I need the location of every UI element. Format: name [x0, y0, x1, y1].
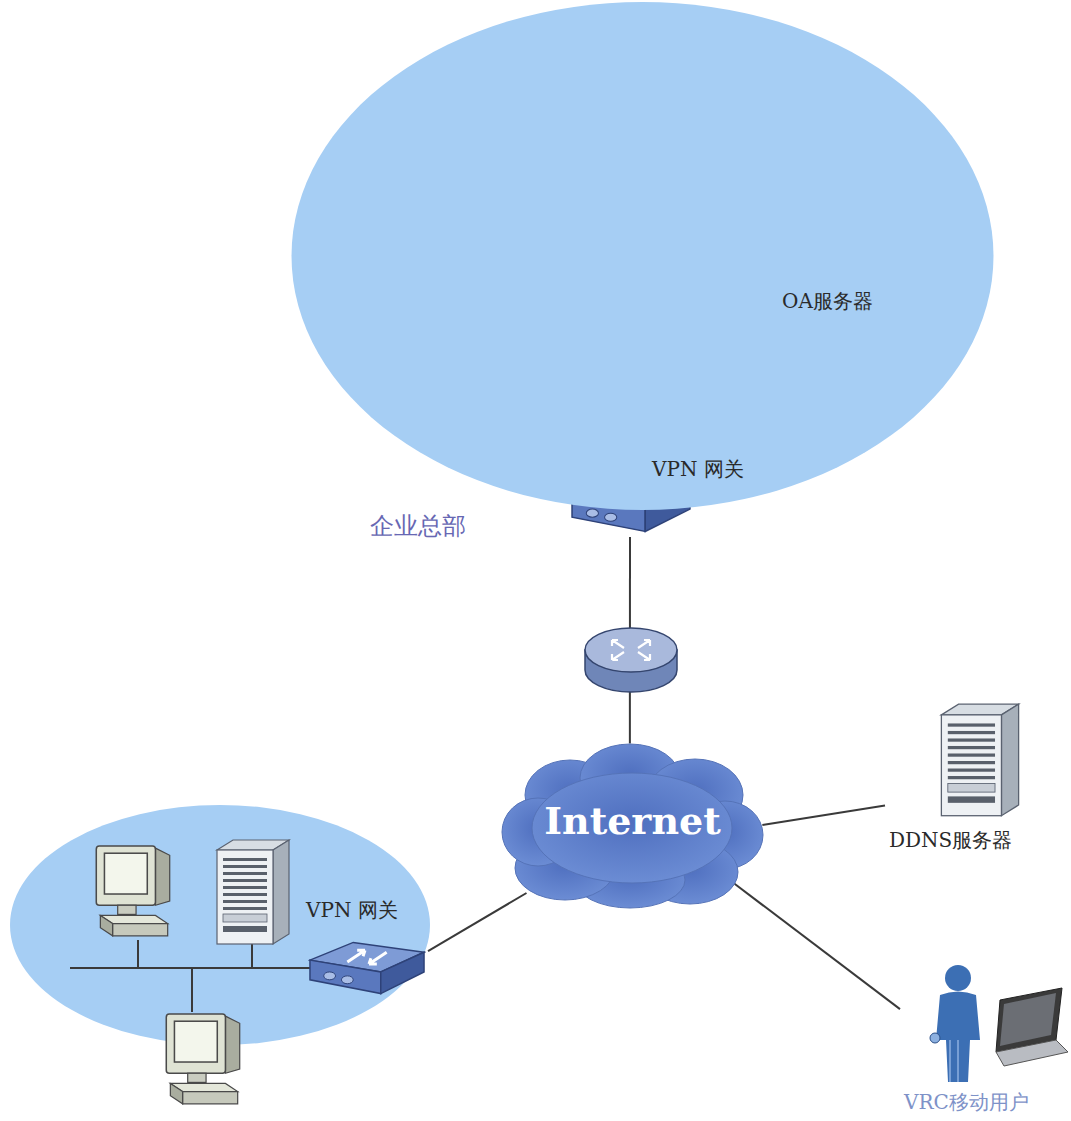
- mobile-user: VRC移动用户: [900, 962, 1065, 1119]
- device-label: OA服务器: [782, 289, 873, 313]
- device-label: VPN 网关: [306, 898, 398, 922]
- router-icon: [585, 628, 677, 692]
- oa-server: OA服务器: [720, 285, 905, 435]
- device-label: VRC移动用户: [904, 1090, 1029, 1114]
- internet-cloud: Internet: [500, 740, 765, 910]
- headquarters-region: 企业总部OA服务器VPN 网关: [290, 0, 995, 512]
- network-link: [733, 883, 900, 1009]
- ddns-server: DDNS服务器: [885, 700, 1065, 860]
- vpn-gateway: VPN 网关: [300, 896, 428, 1002]
- mobile-user-icon: [930, 965, 1068, 1082]
- device-label: DDNS服务器: [889, 828, 1012, 852]
- device-label: 企业总部: [370, 512, 466, 541]
- network-link: [762, 806, 885, 825]
- network-link: [428, 893, 527, 951]
- device-label: VPN 网关: [652, 457, 744, 481]
- server-icon: [941, 704, 1018, 816]
- region-ellipse: [290, 0, 995, 512]
- cloud-label: Internet: [544, 798, 721, 844]
- vpn-gateway: VPN 网关: [570, 455, 770, 537]
